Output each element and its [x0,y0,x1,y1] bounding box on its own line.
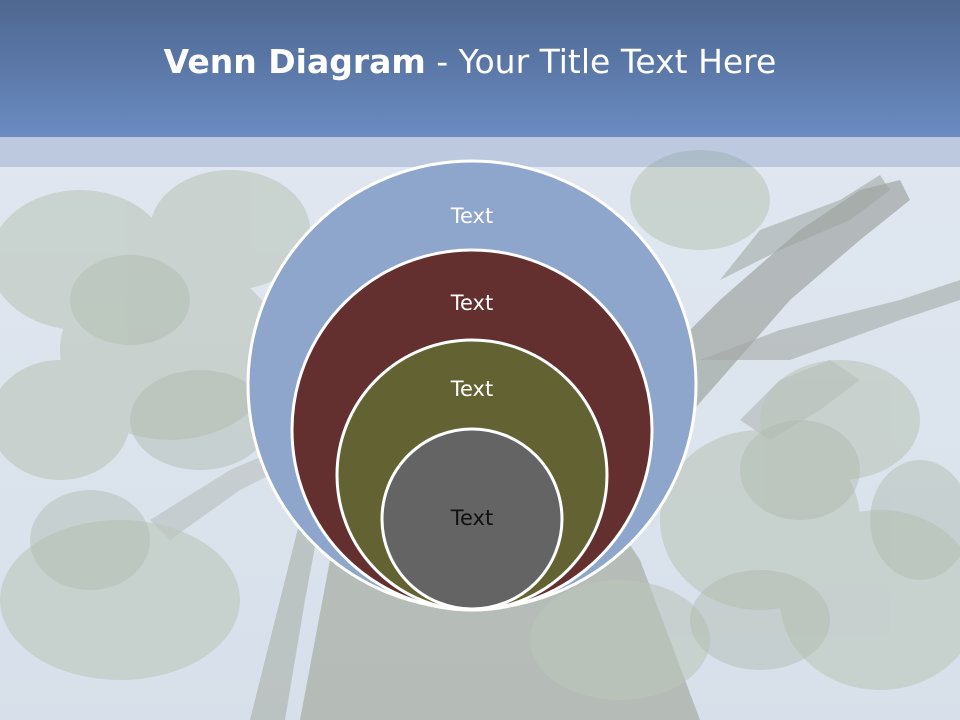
title-bar [0,0,960,137]
inner-circle-label: Text [450,506,493,530]
title-regular-part: - Your Title Text Here [425,42,777,81]
outer-circle-label: Text [450,204,493,228]
second-circle-label: Text [450,291,493,315]
title-bold-part: Venn Diagram [163,42,426,81]
inner-circle [380,427,564,611]
third-circle-label: Text [450,377,493,401]
slide-title: Venn Diagram - Your Title Text Here [0,40,940,84]
